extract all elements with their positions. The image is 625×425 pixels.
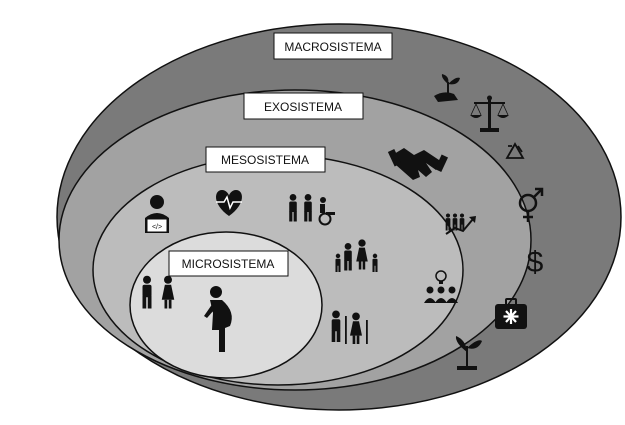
elderly-couple-icon	[331, 310, 368, 344]
plant-in-hand-icon	[434, 74, 460, 102]
people-with-wheelchair-icon	[289, 193, 335, 226]
macrosistema-label-text: MACROSISTEMA	[284, 40, 381, 54]
group-growth-icon	[445, 213, 476, 235]
seedling-icon	[455, 336, 482, 370]
microsistema-label-text: MICROSISTEMA	[182, 257, 275, 271]
balance-scale-icon	[470, 95, 509, 132]
mesosistema-label: MESOSISTEMA	[205, 146, 326, 173]
exosistema-label-text: EXOSISTEMA	[264, 100, 342, 114]
recycle-icon	[505, 142, 525, 159]
heart-rate-icon	[216, 190, 242, 216]
exosistema-label: EXOSISTEMA	[243, 92, 364, 120]
microsistema-label: MICROSISTEMA	[168, 250, 289, 277]
svg-text:$: $	[527, 246, 544, 279]
medical-kit-icon	[495, 298, 527, 329]
pregnant-woman-icon	[204, 286, 232, 352]
meeting-idea-icon	[424, 270, 458, 303]
mesosistema-label-text: MESOSISTEMA	[221, 153, 309, 167]
macrosistema-label: MACROSISTEMA	[273, 32, 393, 60]
dollar-icon: $	[527, 246, 544, 279]
handshake-icon	[387, 148, 449, 180]
svg-text:</>: </>	[152, 224, 162, 231]
computer-user-icon: </>	[145, 195, 169, 233]
gender-symbol-icon	[518, 187, 544, 222]
